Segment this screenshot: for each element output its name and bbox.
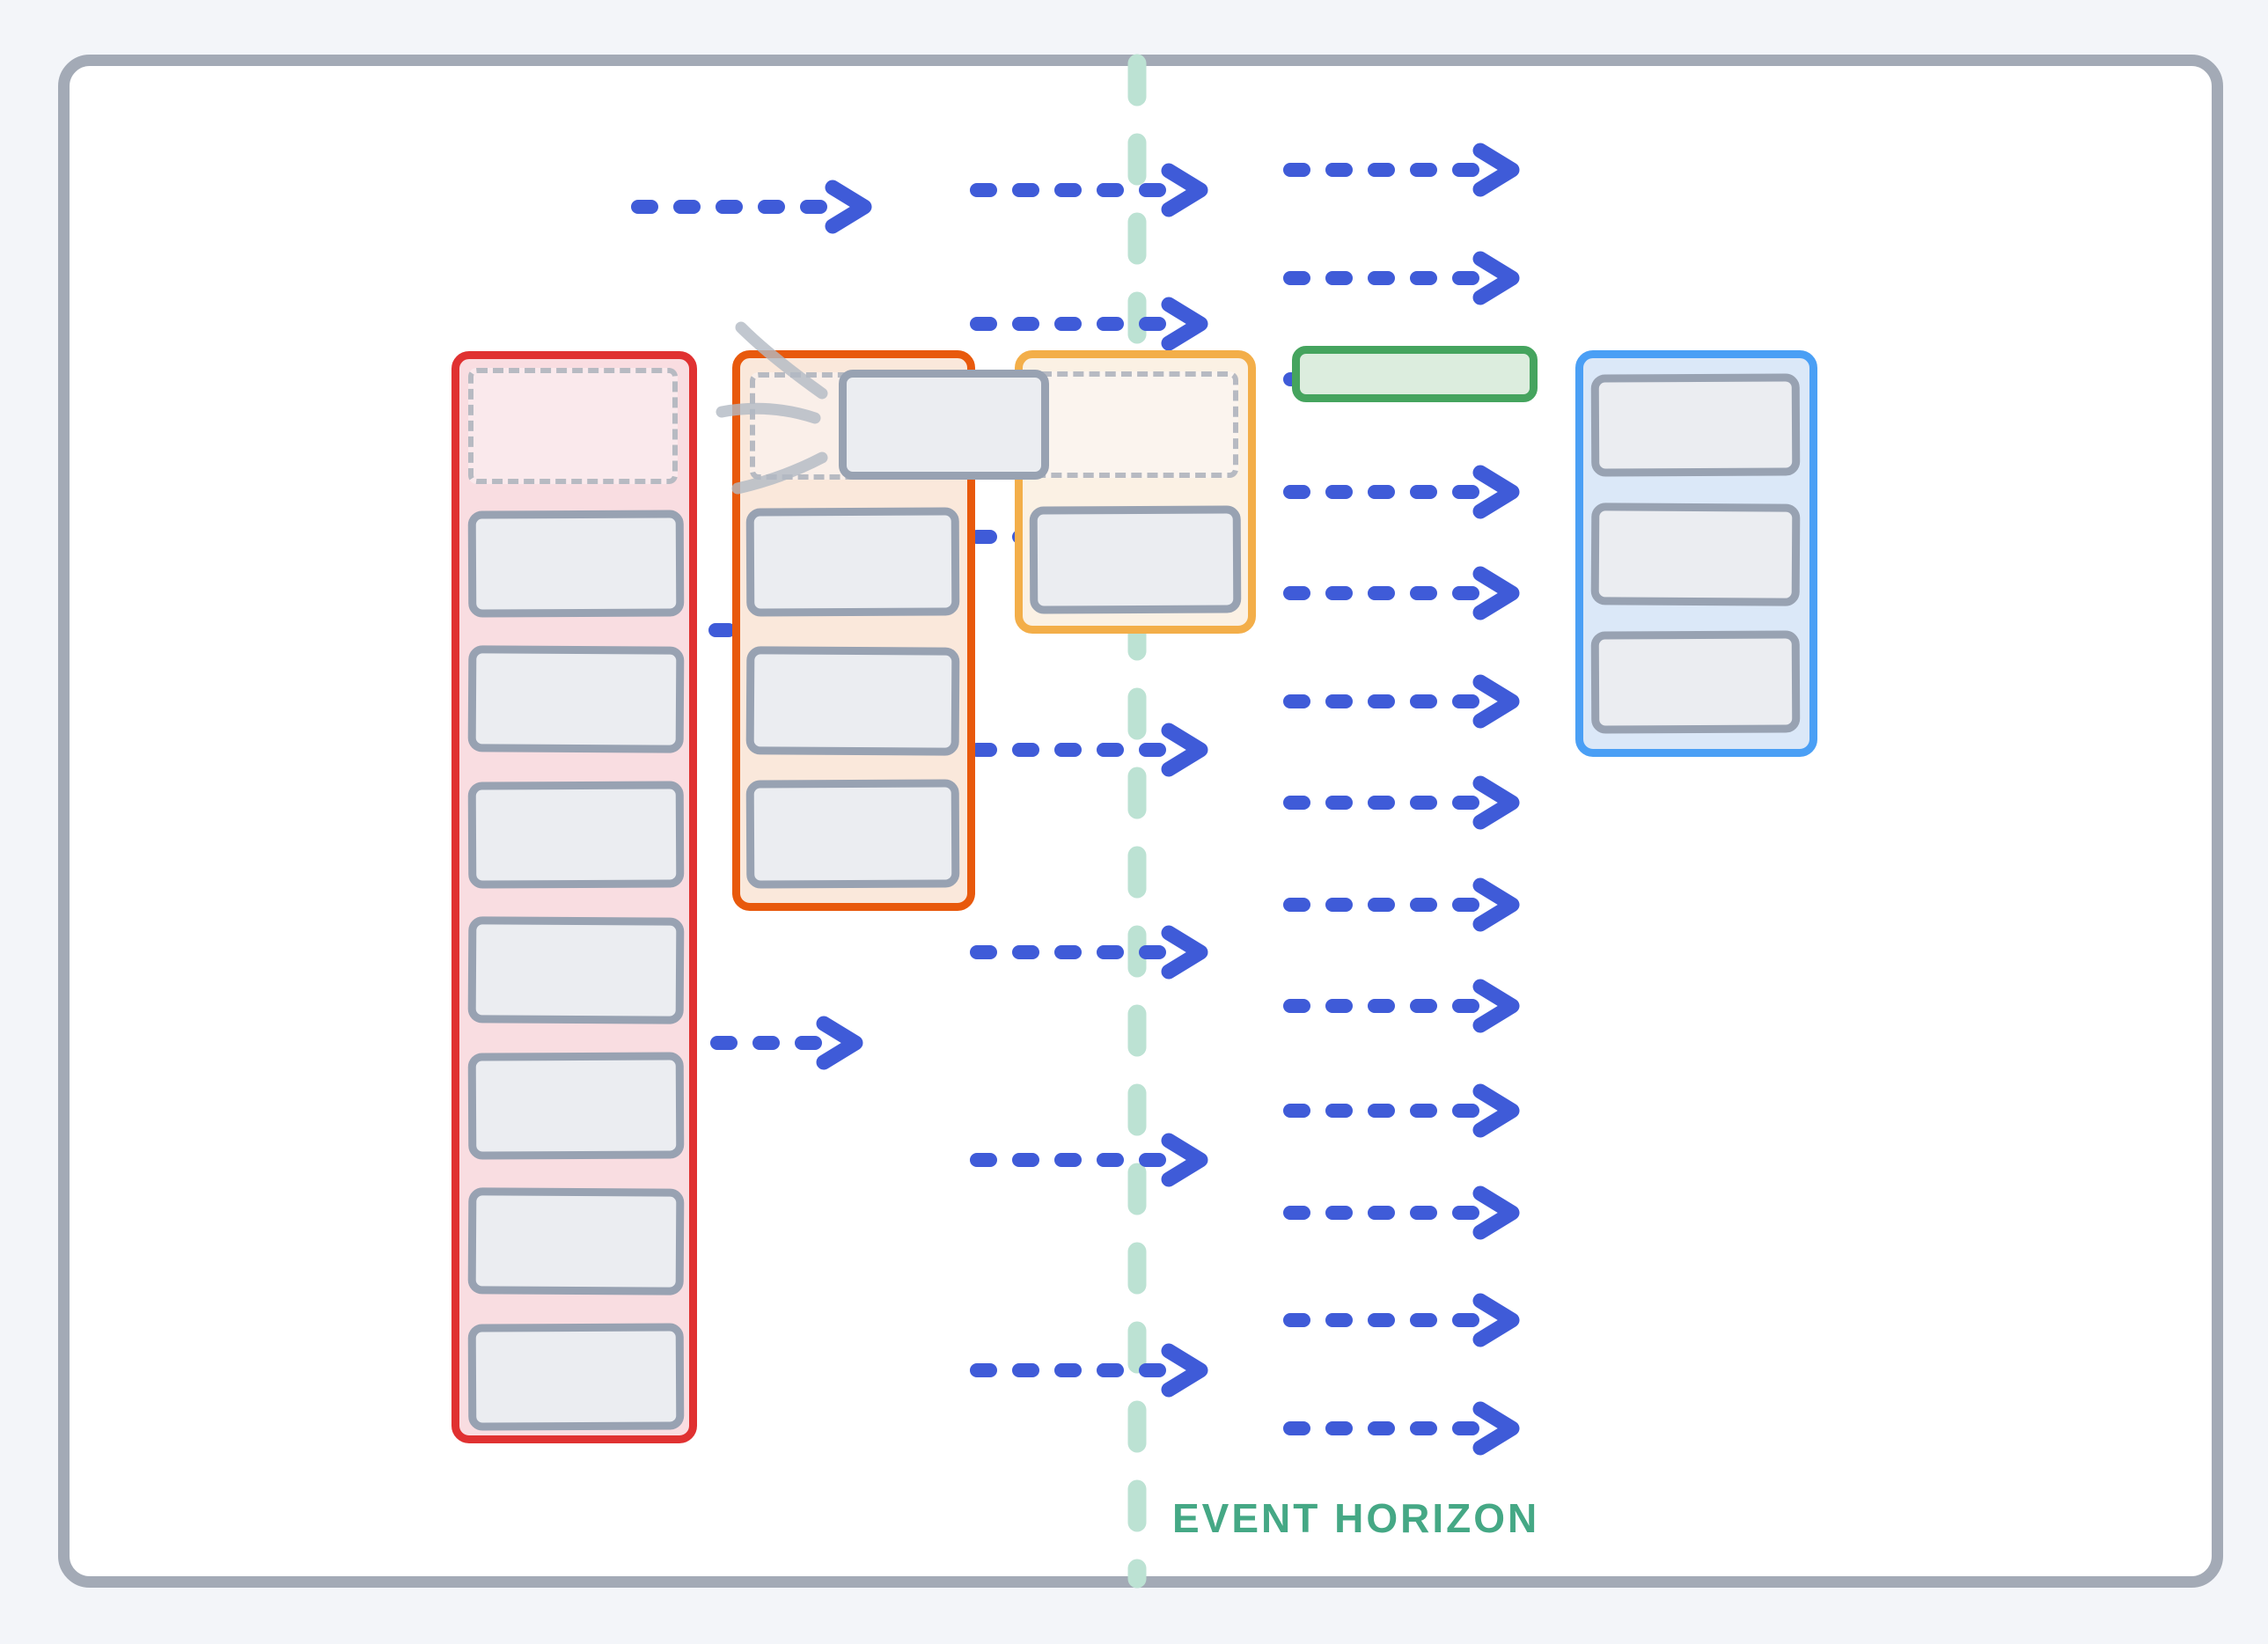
green-pill-block: [1292, 346, 1538, 402]
memory-block: [745, 646, 960, 756]
red-column: [451, 351, 697, 1443]
memory-block: [467, 781, 685, 889]
empty-dashed-slot: [468, 368, 678, 484]
floating-block[interactable]: [839, 370, 1049, 480]
memory-block: [1590, 630, 1801, 734]
memory-block: [1029, 505, 1242, 614]
memory-block: [467, 510, 685, 618]
memory-block: [1590, 503, 1801, 606]
diagram-card: [58, 55, 2223, 1588]
memory-block: [1590, 373, 1801, 477]
blue-column: [1575, 350, 1817, 757]
yellow-column: [1015, 350, 1256, 634]
memory-block: [745, 779, 960, 889]
memory-block: [467, 916, 685, 1024]
memory-block: [467, 645, 685, 753]
memory-block: [745, 507, 960, 617]
event-horizon-label: EVENT HORIZON: [1172, 1495, 1540, 1541]
memory-block: [467, 1187, 685, 1295]
memory-block: [467, 1323, 685, 1431]
empty-dashed-slot: [1032, 371, 1238, 478]
memory-block: [467, 1052, 685, 1160]
